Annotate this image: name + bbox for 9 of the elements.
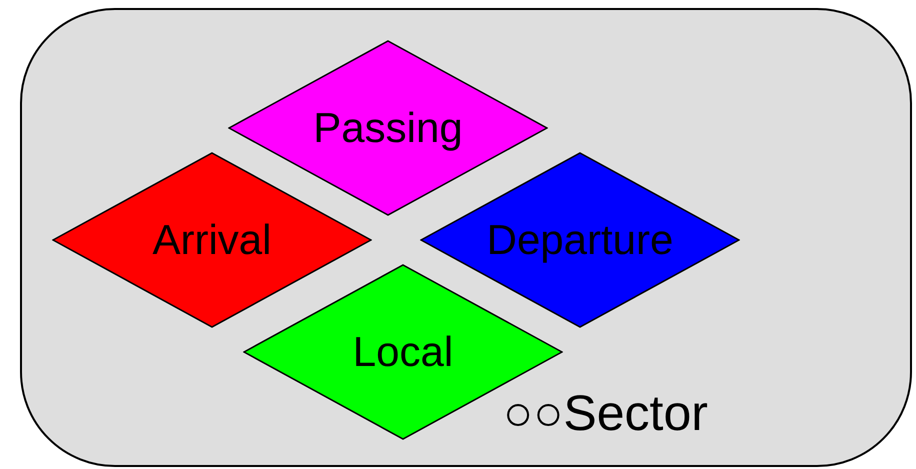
sector-panel (20, 8, 912, 467)
category-label: Passing (312, 104, 464, 152)
diamond-shape (52, 152, 372, 328)
diamond-shape (228, 40, 548, 216)
category-label: Local (352, 328, 454, 376)
category-label: Arrival (151, 216, 272, 264)
category-label: Departure (486, 216, 674, 264)
diamond-shape (420, 152, 740, 328)
sector-title: ○○Sector (503, 384, 708, 442)
